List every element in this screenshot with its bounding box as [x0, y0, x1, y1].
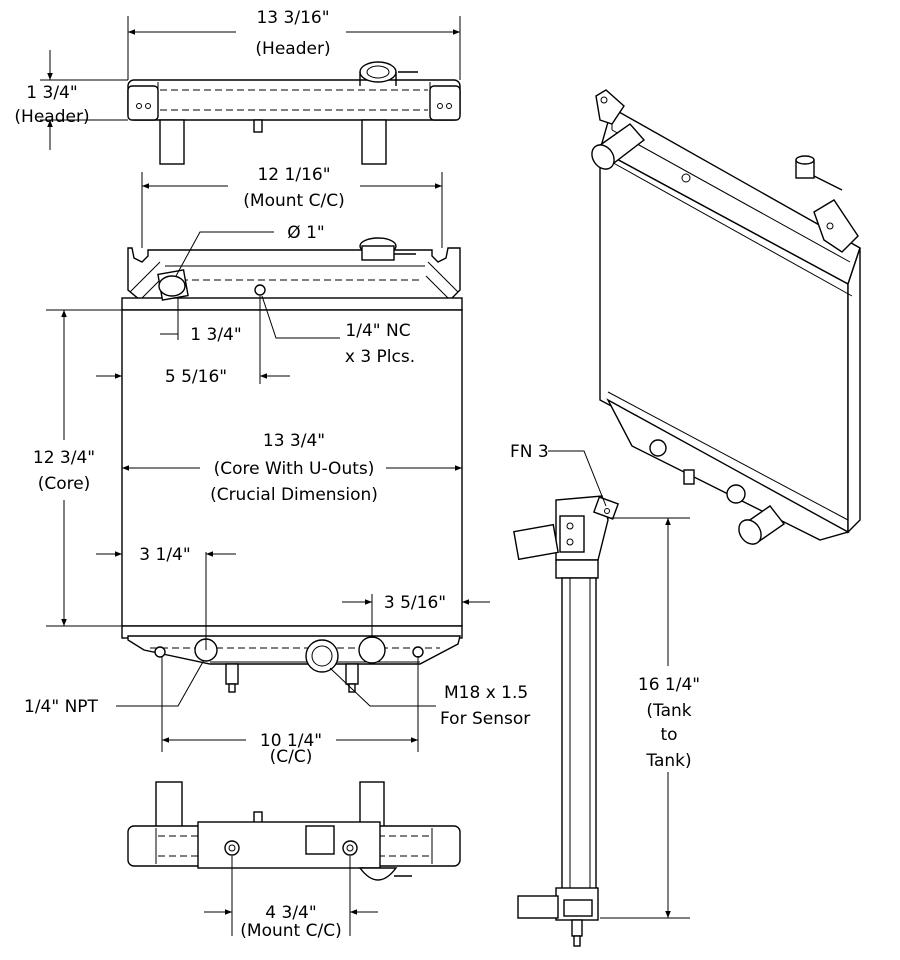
outlet-offset-value: 3 5/16"	[384, 593, 446, 613]
header-width-value: 13 3/16"	[256, 8, 329, 28]
core-width-value: 13 3/4"	[263, 431, 325, 451]
fn-note-label: FN 3	[510, 442, 549, 462]
core-height-value: 12 3/4"	[33, 448, 95, 468]
tank-to-tank-line3: to	[660, 725, 677, 745]
sensor-port-line2: For Sensor	[440, 709, 530, 729]
core-width-note2: (Crucial Dimension)	[210, 485, 378, 505]
inlet-dia-label: Ø 1"	[287, 223, 324, 243]
npt-port-label: 1/4" NPT	[24, 697, 99, 717]
header-width-note: (Header)	[255, 39, 330, 59]
bottom-view	[127, 781, 461, 881]
inlet-offset-value: 1 3/4"	[190, 325, 241, 345]
npt-offset-value: 3 1/4"	[139, 545, 190, 565]
bottom-cc-note: (C/C)	[270, 747, 313, 767]
tapped-hole-line1: 1/4" NC	[345, 321, 410, 341]
tank-to-tank-line2: (Tank	[646, 701, 691, 721]
mount-cc-bottom-note: (Mount C/C)	[240, 921, 341, 941]
dimension-lines	[40, 16, 690, 936]
header-height-note: (Header)	[14, 107, 89, 127]
core-height-note: (Core)	[38, 474, 91, 494]
hole-offset-value: 5 5/16"	[165, 367, 227, 387]
mount-cc-top-note: (Mount C/C)	[243, 191, 344, 211]
mount-cc-bottom-value: 4 3/4"	[265, 903, 316, 923]
side-view	[513, 495, 620, 947]
core-width-note: (Core With U-Outs)	[214, 459, 375, 479]
tapped-hole-line2: x 3 Plcs.	[345, 347, 415, 367]
sensor-port-line1: M18 x 1.5	[444, 683, 528, 703]
bottom-cc-value: 10 1/4"	[260, 731, 322, 751]
header-height-value: 1 3/4"	[26, 83, 77, 103]
top-view	[127, 61, 461, 165]
mount-cc-top-value: 12 1/16"	[257, 165, 330, 185]
tank-to-tank-value: 16 1/4"	[638, 675, 700, 695]
tank-to-tank-line4: Tank)	[645, 751, 691, 771]
dimension-labels: 13 3/16" (Header) 1 3/4" (Header) 12 1/1…	[14, 8, 700, 941]
isometric-view	[591, 89, 861, 545]
